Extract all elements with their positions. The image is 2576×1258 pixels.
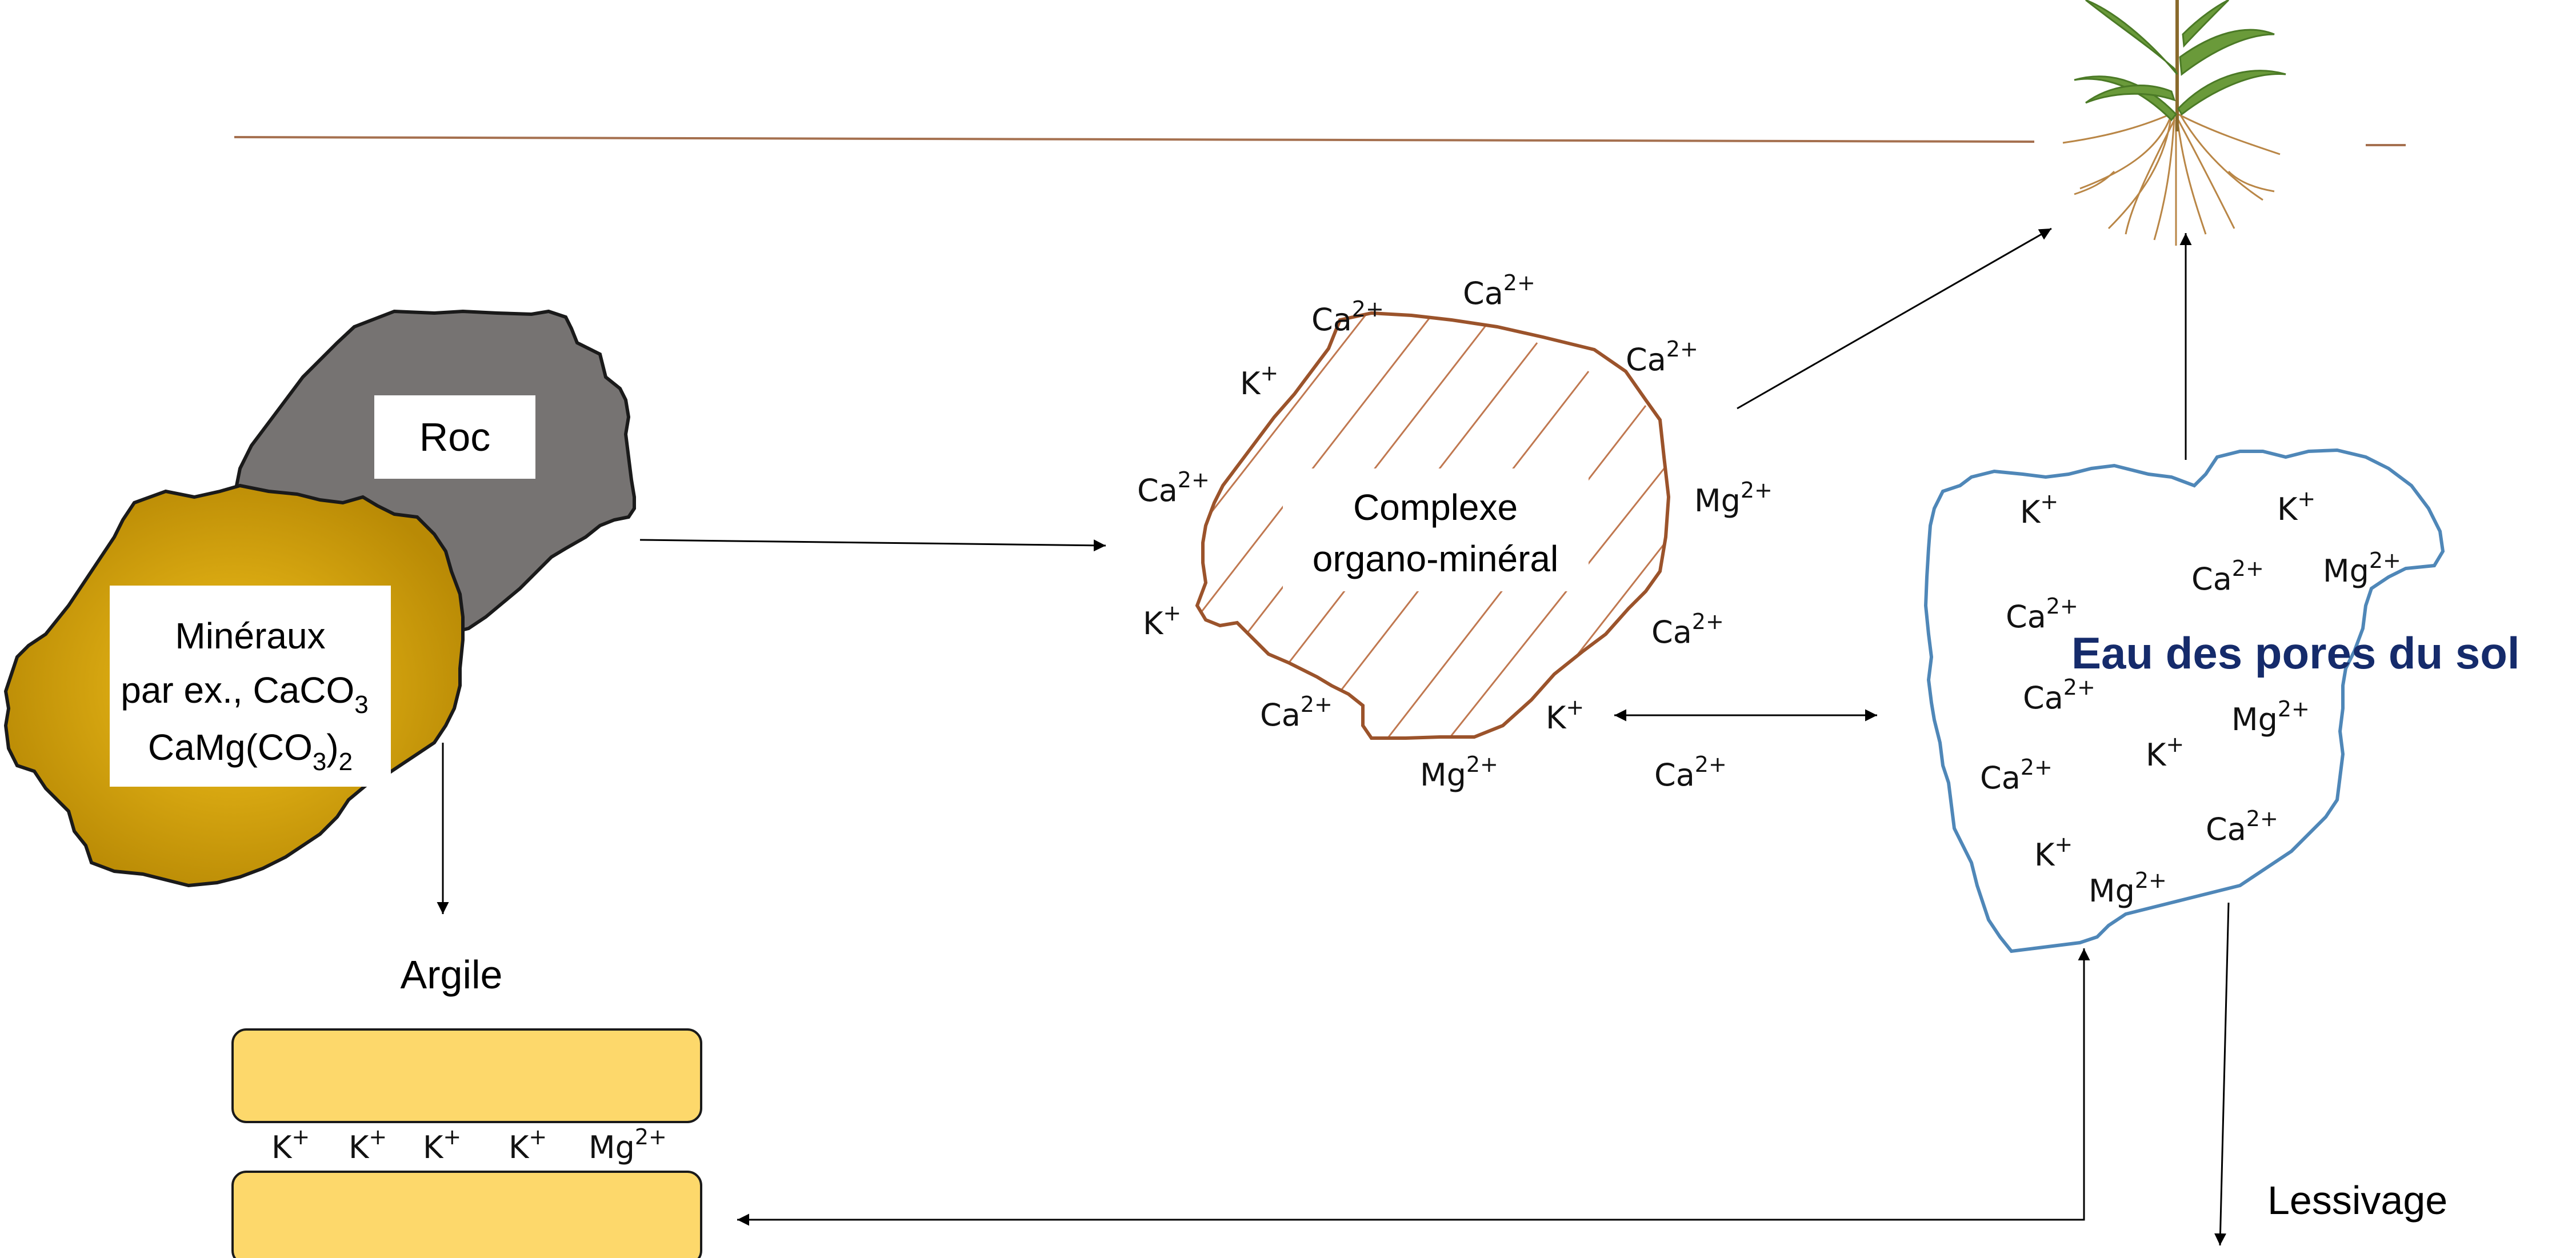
pore-ion-label: K+ [2146,732,2184,773]
leaching-label: Lessivage [2267,1178,2447,1223]
pore-ion-label: Ca2+ [2191,556,2264,597]
pore-water-shape [1923,448,2445,953]
minerals-line-2: par ex., CaCO3 [121,670,369,719]
complex-label-line-1: Complexe [1353,487,1518,528]
clay-layer-bottom [231,1171,702,1258]
complex-ion-label: Mg2+ [1420,752,1498,793]
pore-ion-label: Mg2+ [2231,696,2310,738]
arrow-complex-to-plant [1737,227,2052,410]
complex-ion-label: Ca2+ [1311,297,1384,338]
arrow-pore-to-leaching [2214,902,2230,1246]
complex-ion-label: K+ [1546,695,1584,736]
arrow-pore-to-clay [737,948,2090,1226]
clay-ion-label: K+ [509,1124,547,1165]
pore-ion-label: Ca2+ [1980,755,2053,796]
complex-label-line-2: organo-minéral [1313,538,1558,579]
pore-ion-label: Ca2+ [2023,675,2095,716]
pore-ion-label: Mg2+ [2089,868,2167,909]
complex-ion-label: Ca2+ [1463,270,1535,311]
complex-ion-label: Ca2+ [1626,336,1698,378]
clay-label: Argile [401,952,503,997]
complex-ion-label: Mg2+ [1694,478,1773,519]
clay-ion-label: K+ [271,1124,310,1165]
rock-label-box: Roc [374,395,535,479]
complex-ion-label: K+ [1143,600,1181,642]
arrow-rock-to-complex [639,539,1106,552]
pore-water-label: Eau des pores du sol [2071,628,2520,678]
pore-ion-label: K+ [2034,832,2073,873]
minerals-line-1: Minéraux [175,615,325,656]
complex-ions-group: Ca2+ Ca2+ Ca2+ K+ Mg2+ Ca2+ Ca2+ K+ Ca2+ K+ Mg2+ Ca… [1137,270,1773,793]
clay-layer-top [231,1028,702,1123]
complex-ion-label: K+ [1240,360,1278,402]
pore-ion-label: Mg2+ [2323,548,2401,589]
minerals-line-3: CaMg(CO3)2 [148,727,353,776]
soil-surface-line [234,136,2406,146]
complex-label-box: Complexe organo-minéral [1283,468,1589,591]
clay-ions-group: K+ K+ K+ K+ Mg2+ [271,1124,667,1165]
pore-ion-label: K+ [2277,486,2315,527]
pore-ion-label: Ca2+ [2006,594,2078,635]
clay-ion-label: Mg2+ [589,1124,667,1165]
clay-ion-label: K+ [423,1124,461,1165]
pore-ion-label: Ca2+ [2206,806,2278,847]
complex-ion-label: Ca2+ [1260,692,1333,733]
pore-ion-label: K+ [2020,489,2058,530]
complex-ion-label: Ca2+ [1654,752,1727,793]
rock-label: Roc [419,415,490,459]
maize-plant-icon [2062,0,2286,246]
clay-ion-label: K+ [349,1124,387,1165]
pore-ions-group: K+K+Ca2+Mg2+Ca2+Ca2+Mg2+K+Ca2+Ca2+K+Mg2+ [1980,486,2401,909]
minerals-label-box: Minéraux par ex., CaCO3 CaMg(CO3)2 [110,586,391,787]
complex-ion-label: Ca2+ [1651,609,1724,650]
complex-ion-label: Ca2+ [1137,467,1210,508]
